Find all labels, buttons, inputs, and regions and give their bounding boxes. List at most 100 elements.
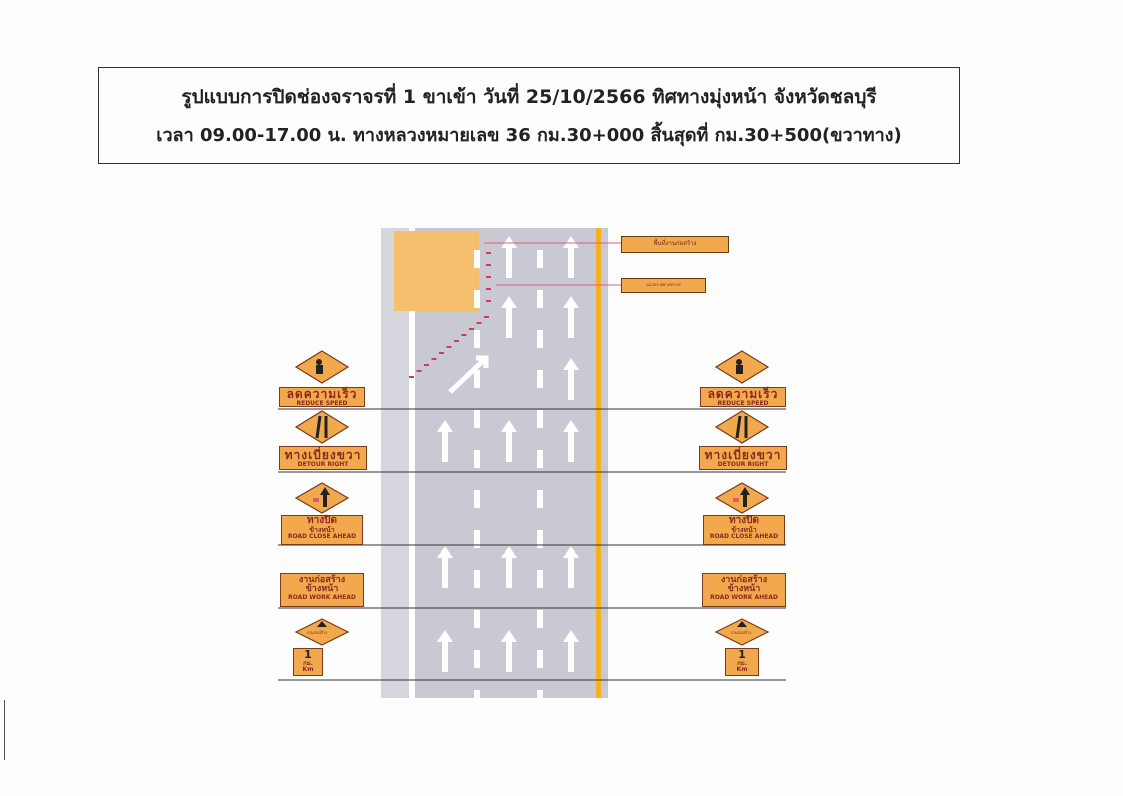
lane-closed-sign-diamond [294,482,350,514]
lane-shift-icon [315,415,328,439]
title-box: รูปแบบการปิดช่องจราจรที่ 1 ขาเข้า วันที่… [98,67,960,164]
lane-dash [537,290,543,308]
lane-dash [537,530,543,548]
right-edge-line-yellow [596,228,601,698]
lane-dash [537,330,543,348]
lane-dash [474,570,480,588]
cone [486,276,491,278]
lane-dash [474,290,480,308]
up-arrow [563,420,579,462]
worker-icon [316,365,323,374]
arrow-up-icon [737,621,747,627]
lane-shift-sign-diamond [294,410,350,444]
lane-dividers [474,250,543,708]
up-arrow [501,630,517,672]
lane-shift-icon [735,415,748,439]
worker-icon [736,359,742,365]
up-arrow [437,546,453,588]
arrow-up-icon [317,621,327,627]
cone [486,252,491,254]
lane-shift-sign-diamond [714,410,770,444]
lane-dash [537,610,543,628]
lane-dash [474,530,480,548]
cone [469,328,474,330]
up-arrow [563,236,579,278]
lane-closed-sign-diamond [714,482,770,514]
cone [476,322,482,324]
diamond-text-right: งานก่อสร้าง [730,630,752,635]
lane-dash [474,370,480,388]
lane-dash [474,690,480,708]
cone [461,334,467,336]
worker-icon [316,359,322,365]
cone [424,364,429,366]
cone [484,316,489,318]
up-arrow [501,296,517,338]
road-work-small-diamond [714,618,770,646]
warning-diamonds [294,350,770,646]
lane-dash [537,690,543,708]
lane-dash [474,410,480,428]
cone [431,358,437,360]
merge-arrow [448,355,489,394]
lane-dash [537,370,543,388]
left-edge-line [409,228,415,698]
up-arrow [437,630,453,672]
cone [486,288,491,290]
up-arrow [563,358,579,400]
up-arrow [563,296,579,338]
margin-mark [4,700,5,760]
lane-dash [474,490,480,508]
lane-dash [537,490,543,508]
up-arrow [563,546,579,588]
closed-lane-icon [733,498,739,502]
cone [416,370,422,372]
cone [446,346,452,348]
lane-dash [537,250,543,268]
lane-dash [537,570,543,588]
worker-icon [736,365,743,374]
cone [409,376,414,378]
lane-dash [474,610,480,628]
lane-dash [474,450,480,468]
title-line-1: รูปแบบการปิดช่องจราจรที่ 1 ขาเข้า วันที่… [181,86,877,108]
cone-label: แนวกรวยยางจราจร [621,278,706,293]
up-arrow [501,546,517,588]
title-line-2: เวลา 09.00-17.00 น. ทางหลวงหมายเลข 36 กม… [156,125,902,146]
up-arrow [501,420,517,462]
diamond-text-left: งานก่อสร้าง [306,630,328,635]
arrow-up-icon [320,487,330,507]
sign-position-lines [278,408,786,681]
lane-dash [537,410,543,428]
up-arrow [437,420,453,462]
lane-dash [474,650,480,668]
cone [486,300,491,302]
lane-dash [537,650,543,668]
work-zone-label: พื้นที่งานก่อสร้าง [621,236,729,253]
up-arrow [563,630,579,672]
lane-dash [474,330,480,348]
closed-lane-icon [313,498,319,502]
work-zone-area [394,231,479,311]
up-arrow [501,236,517,278]
lane-dash [474,250,480,268]
cone [486,264,491,266]
road-work-small-diamond [294,618,350,646]
cone [454,340,459,342]
cone [439,352,444,354]
arrow-up-icon [740,487,750,507]
traffic-cones [409,252,491,378]
lane-dash [537,450,543,468]
